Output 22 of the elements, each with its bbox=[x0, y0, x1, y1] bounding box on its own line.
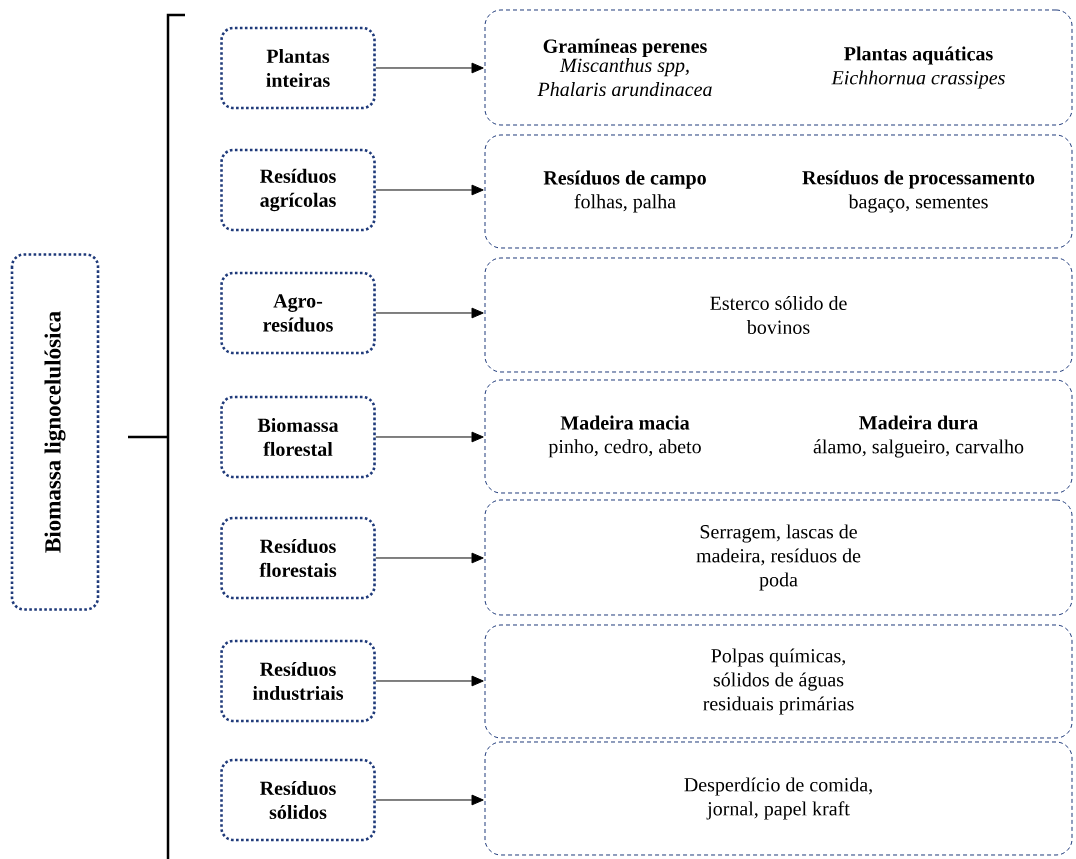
category-box: Resíduos florestais bbox=[220, 516, 376, 600]
example-box: Gramíneas perenes Miscanthus spp, Phalaris arundinacea Plantas aquáticas Eichhornua crassipes bbox=[484, 9, 1073, 126]
example-box: Desperdício de comida, jornal, papel kraft bbox=[484, 741, 1073, 856]
example-box: Polpas químicas, sólidos de águas residuais primárias bbox=[484, 624, 1073, 739]
arrow bbox=[375, 552, 484, 564]
arrow bbox=[375, 184, 484, 196]
category-box: Biomassa florestal bbox=[220, 395, 376, 479]
example-box: Madeira macia pinho, cedro, abeto Madeira dura álamo, salgueiro, carvalho bbox=[484, 379, 1073, 494]
category-box: Biomassa lignocelulósica bbox=[10, 253, 100, 611]
example-box: Resíduos de campo folhas, palha Resíduos de processamento bagaço, sementes bbox=[484, 134, 1073, 249]
arrow bbox=[375, 675, 484, 687]
category-box: Agro-resíduos bbox=[220, 271, 376, 355]
arrow bbox=[375, 62, 484, 74]
arrow bbox=[375, 431, 484, 443]
category-box: Resíduos agrícolas bbox=[220, 148, 376, 232]
category-box: Resíduos sólidos bbox=[220, 758, 376, 842]
category-box: Resíduos industriais bbox=[220, 639, 376, 723]
arrow bbox=[375, 307, 484, 319]
example-box: Esterco sólido de bovinos bbox=[484, 257, 1073, 373]
category-box: Plantas inteiras bbox=[220, 26, 376, 110]
arrow bbox=[375, 794, 484, 806]
example-box: Serragem, lascas de madeira, resíduos de poda bbox=[484, 499, 1073, 616]
